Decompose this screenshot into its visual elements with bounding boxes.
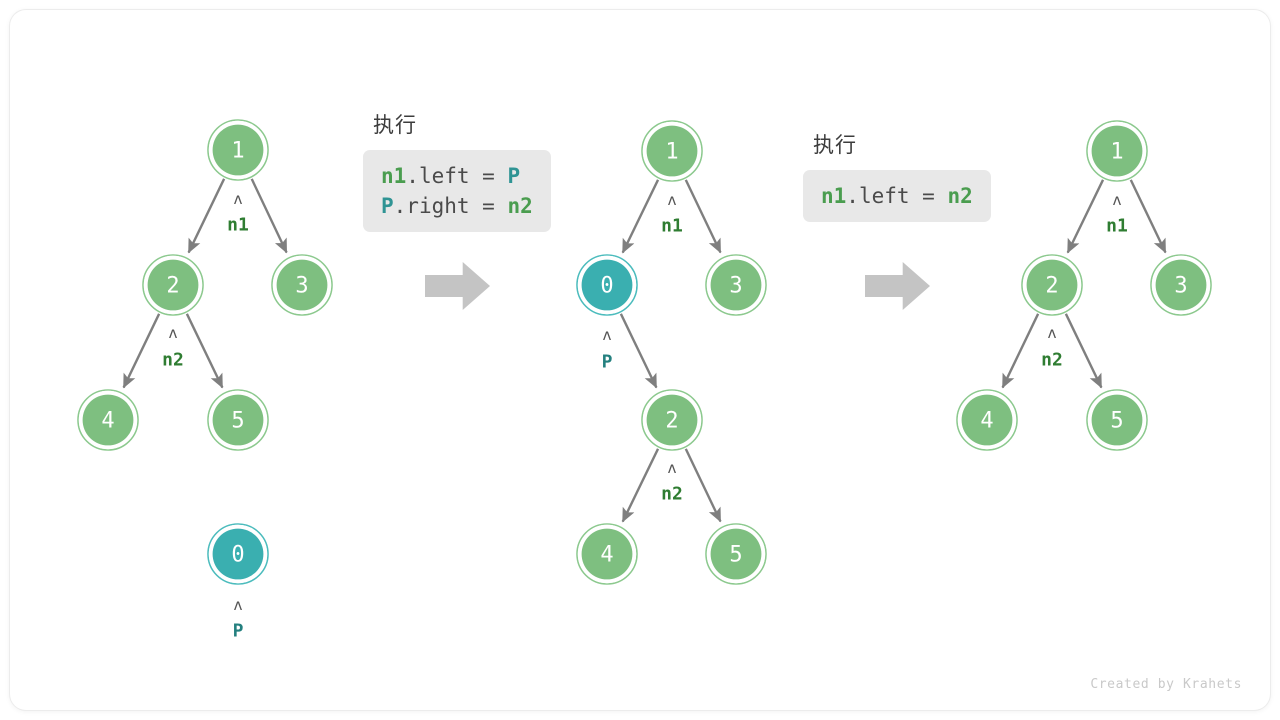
code-line: P.right = n2: [381, 191, 533, 221]
credit-text: Created by Krahets: [1090, 677, 1242, 692]
tree-node-1[interactable]: 1: [207, 119, 269, 181]
tree-node-value: 2: [1045, 274, 1058, 299]
tree-node-value: 0: [231, 543, 244, 568]
tree-node-value: 5: [729, 543, 742, 568]
tree-node-0[interactable]: 0: [576, 254, 638, 316]
tree-node-2[interactable]: 2: [641, 389, 703, 451]
code-token: P: [507, 164, 521, 188]
tree-node-4[interactable]: 4: [956, 389, 1018, 451]
tree-edge: [1066, 179, 1105, 254]
pointer-caret-icon: ʌ: [168, 324, 177, 342]
code-token: P: [381, 194, 394, 218]
tree-edge: [185, 313, 224, 389]
tree-node-value: 4: [101, 409, 114, 434]
pointer-label-n1: n1: [1106, 216, 1128, 237]
pointer-caret-icon: ʌ: [1047, 324, 1056, 342]
tree-edge: [250, 178, 288, 254]
tree-edge: [621, 448, 660, 523]
tree-node-value: 2: [166, 274, 179, 299]
code-token: n2: [947, 184, 973, 208]
tree-edge: [619, 313, 658, 389]
step-block-arrows: [425, 262, 930, 310]
tree-edge: [122, 313, 161, 389]
code-token: n1: [821, 184, 847, 208]
tree-node-4[interactable]: 4: [77, 389, 139, 451]
tree-edge: [621, 179, 660, 254]
code-token: .left =: [406, 164, 508, 188]
tree-node-value: 5: [1110, 409, 1123, 434]
tree-node-5[interactable]: 5: [1086, 389, 1148, 451]
block-arrow-2: [865, 262, 930, 310]
tree-node-value: 3: [1174, 274, 1187, 299]
tree-node-value: 1: [231, 139, 244, 164]
tree-node-5[interactable]: 5: [705, 523, 767, 585]
tree-node-value: 0: [600, 274, 613, 299]
pointer-caret-icon: ʌ: [233, 190, 242, 208]
tree-node-5[interactable]: 5: [207, 389, 269, 451]
tree-node-value: 1: [1110, 140, 1123, 165]
pointer-caret-icon: ʌ: [233, 596, 242, 614]
tree-node-value: 4: [600, 543, 613, 568]
code-line: n1.left = P: [381, 161, 533, 191]
tree-node-1[interactable]: 1: [1086, 120, 1148, 182]
block-arrow-1: [425, 262, 490, 310]
tree-edge: [187, 178, 226, 254]
tree-nodes: 1 2 3 4 5 0 1 0 3 2 4 5 1 2 3 4 5: [77, 119, 1212, 585]
tree-node-4[interactable]: 4: [576, 523, 638, 585]
exec-label-step2: 执行: [373, 114, 417, 137]
tree-node-3[interactable]: 3: [1150, 254, 1212, 316]
tree-edge: [1129, 179, 1167, 254]
tree-node-value: 4: [980, 409, 993, 434]
pointer-label-n2: n2: [661, 484, 683, 505]
tree-edge: [684, 448, 722, 523]
tree-edges: [122, 178, 1167, 523]
pointer-caret-icon: ʌ: [1112, 191, 1121, 209]
tree-edge: [1001, 313, 1040, 389]
tree-node-2[interactable]: 2: [1021, 254, 1083, 316]
pointer-caret-icon: ʌ: [667, 191, 676, 209]
code-token: n2: [507, 194, 533, 218]
tree-node-3[interactable]: 3: [271, 254, 333, 316]
tree-edge: [1064, 313, 1103, 389]
tree-node-value: 1: [665, 140, 678, 165]
code-line: n1.left = n2: [821, 181, 973, 211]
tree-node-0[interactable]: 0: [207, 523, 269, 585]
pointer-label-n2: n2: [1041, 350, 1063, 371]
tree-node-2[interactable]: 2: [142, 254, 204, 316]
code-token: .left =: [846, 184, 948, 208]
code-token: n1: [381, 164, 407, 188]
pointer-label-n1: n1: [227, 215, 249, 236]
tree-node-value: 5: [231, 409, 244, 434]
code-block-step3: n1.left = n2: [803, 170, 991, 222]
tree-node-value: 2: [665, 409, 678, 434]
tree-node-3[interactable]: 3: [705, 254, 767, 316]
tree-edge: [684, 179, 722, 254]
tree-node-1[interactable]: 1: [641, 120, 703, 182]
code-token: .right =: [393, 194, 508, 218]
tree-node-value: 3: [729, 274, 742, 299]
pointer-label-n2: n2: [162, 350, 184, 371]
pointer-label-n1: n1: [661, 216, 683, 237]
exec-label-step3: 执行: [813, 134, 857, 157]
tree-node-value: 3: [295, 274, 308, 299]
pointer-label-P: P: [602, 352, 613, 373]
pointer-label-P: P: [233, 621, 244, 642]
pointer-caret-icon: ʌ: [667, 459, 676, 477]
pointer-caret-icon: ʌ: [602, 326, 611, 344]
